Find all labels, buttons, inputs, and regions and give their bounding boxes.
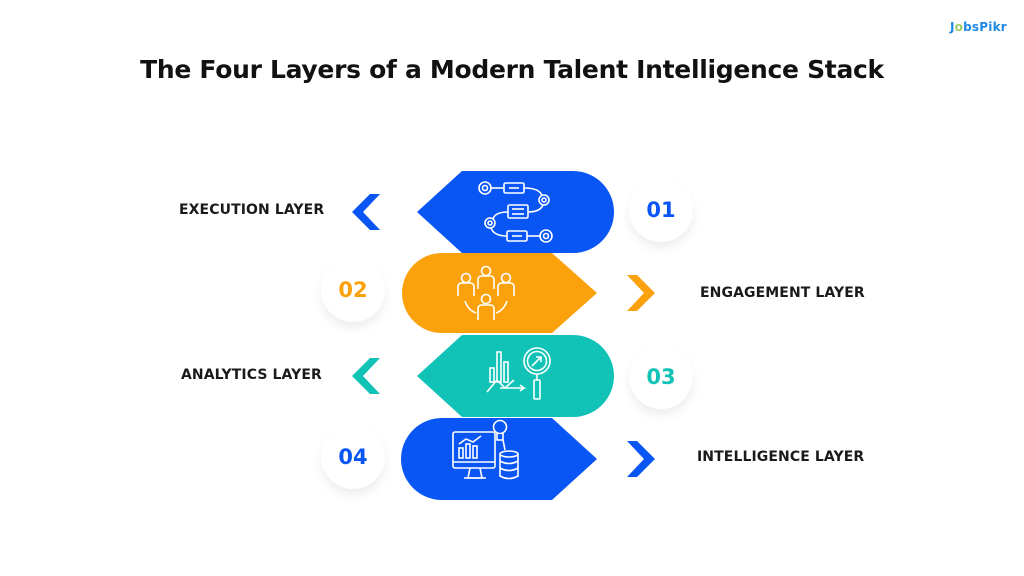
jobspikr-logo: JobsPikr [950, 20, 1007, 34]
layer-1-label: EXECUTION LAYER [179, 202, 325, 218]
chevron-left-icon [352, 358, 380, 394]
workflow-gears-icon [478, 181, 553, 243]
team-group-icon [457, 265, 515, 320]
chevron-right-icon [627, 275, 655, 311]
layer-2-label: ENGAGEMENT LAYER [700, 285, 865, 301]
chevron-left-icon [352, 194, 380, 230]
page-title: The Four Layers of a Modern Talent Intel… [140, 55, 884, 84]
monitor-database-bulb-icon [452, 419, 519, 480]
layer-3-label: ANALYTICS LAYER [181, 367, 322, 383]
layer-4-number-badge: 04 [321, 425, 385, 489]
chevron-right-icon [627, 441, 655, 477]
layer-2-shape [402, 253, 597, 333]
layer-4-shape [401, 418, 597, 500]
layer-3-shape [417, 335, 614, 417]
layer-1-shape [417, 171, 614, 253]
layer-2-number-badge: 02 [321, 258, 385, 322]
layer-1-number-badge: 01 [629, 178, 693, 242]
layer-4-label: INTELLIGENCE LAYER [697, 449, 865, 465]
chart-magnifier-icon [486, 347, 551, 400]
layer-3-number-badge: 03 [629, 345, 693, 409]
